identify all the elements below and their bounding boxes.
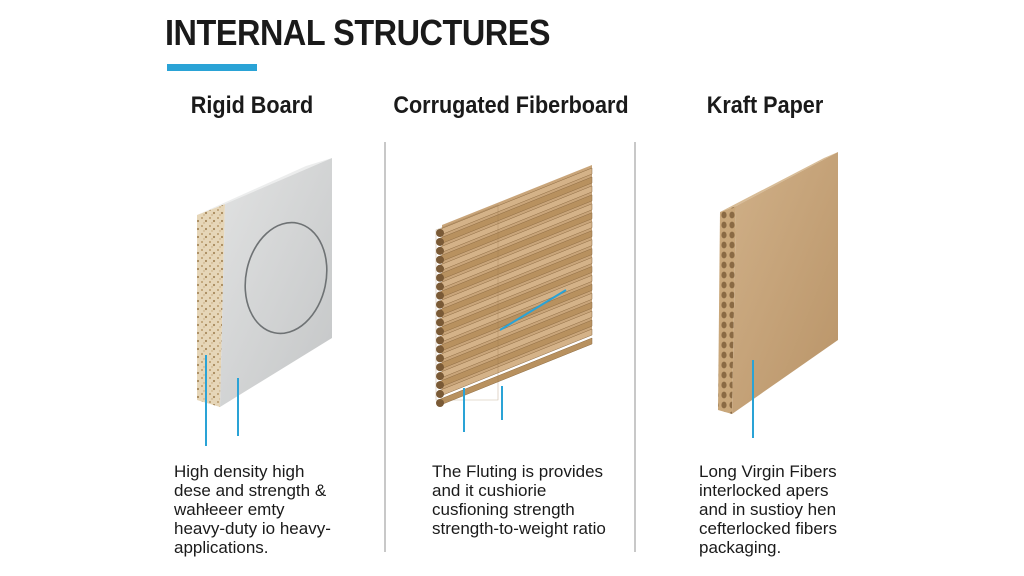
flute-end [436,264,444,273]
description-line: and in sustioy hen [699,500,837,519]
flute-end [436,237,444,246]
description-line: interlocked apers [699,481,829,500]
flute-end [436,363,444,372]
flute-end [436,291,444,300]
description-line: heavy-duty io heavy- [174,519,331,538]
flute-end [436,372,444,381]
rigid-board-edge [197,204,225,407]
rigid-board-illustration [197,158,332,446]
kraft-paper-illustration [718,152,838,438]
description-line: applications. [174,538,269,557]
flute-end [436,300,444,309]
kraft-top [720,152,838,212]
description-line: High density high [174,462,305,481]
description-line: wahłeeer emty [174,500,285,519]
callout-line [499,289,567,331]
column-heading-rigid-board: Rigid Board [190,92,314,119]
description-line: cefterlocked fibers [699,519,837,538]
description-line: and it cushiorie [432,481,547,500]
page-title: INTERNAL STRUCTURES [165,12,551,53]
flute-end [436,246,444,255]
flute-end [436,273,444,282]
description-line: strength-to-weight ratio [432,519,606,538]
flute-end [436,399,444,407]
flute-end [436,354,444,363]
rigid-board-face [220,158,332,407]
flute-end [436,336,444,345]
description-line: The Fluting is provides [432,462,604,481]
description-line: packaging. [699,538,782,557]
corrugated-fiberboard-description: The Fluting is provides and it cushiorie… [432,462,606,538]
flute-end [436,345,444,354]
kraft-paper-description: Long Virgin Fibers interlocked apers and… [699,462,837,557]
corrugated-edge [435,204,499,401]
flute-end [436,381,444,390]
column-heading-kraft-paper: Kraft Paper [706,92,824,119]
flute-end [436,327,444,336]
title-accent-bar [167,64,257,71]
rigid-board-top [197,158,332,215]
corrugated-flutes [436,167,593,407]
flute-end [436,309,444,318]
column-divider [634,142,636,552]
flute-end [436,390,444,399]
corrugated-fiberboard-illustration [435,165,593,432]
kraft-edge [718,206,736,414]
flute-end [436,318,444,327]
kraft-face [732,152,838,414]
rigid-board-circle-mark [244,221,328,335]
flute-end [436,282,444,291]
description-line: dese and strength & [174,481,327,500]
flute-end [436,229,444,237]
description-line: cusfioning strength [432,500,575,519]
column-heading-corrugated-fiberboard: Corrugated Fiberboard [393,92,629,119]
flute-end [436,255,444,264]
rigid-board-description: High density high dese and strength & wa… [174,462,331,557]
column-divider [384,142,386,552]
description-line: Long Virgin Fibers [699,462,837,481]
